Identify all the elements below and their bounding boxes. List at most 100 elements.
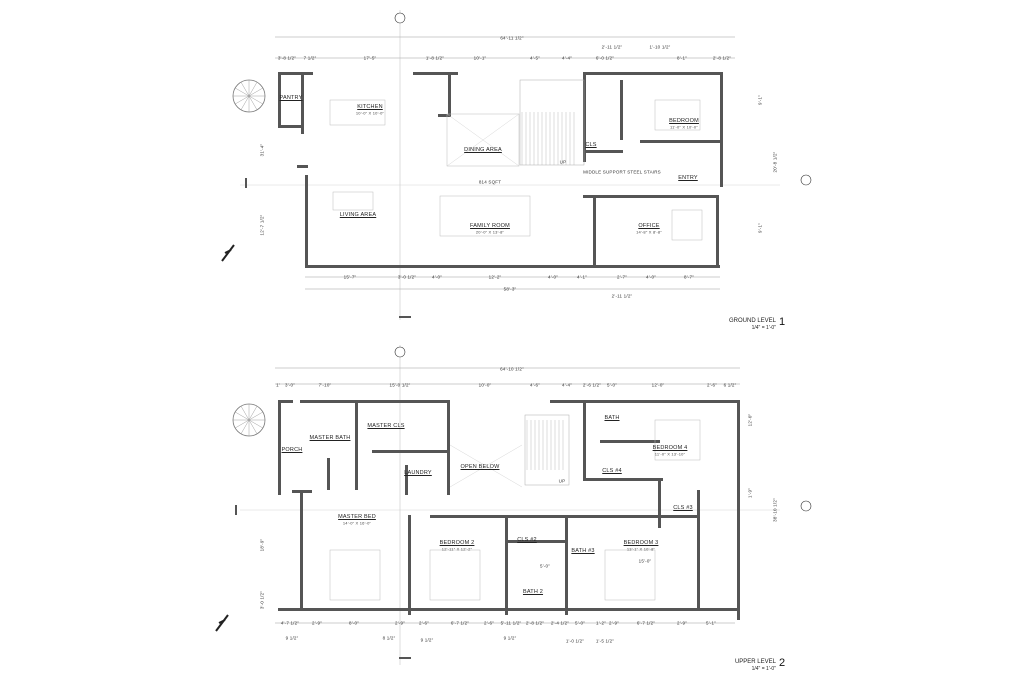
room-label: MASTER BATH — [309, 435, 351, 441]
wall — [593, 195, 596, 265]
dimension-label: 5'-0" — [575, 620, 585, 626]
dimension-label: 7'-10" — [318, 382, 332, 388]
wall — [583, 478, 663, 481]
room-label: CLS #3 — [673, 505, 693, 511]
sofa — [439, 195, 531, 237]
room-size: 14'-0" X 16'-0" — [342, 520, 372, 526]
dimension-label: 31'-4" — [259, 143, 265, 157]
upper-level-name: UPPER LEVEL — [734, 659, 776, 665]
north-arrow-icon — [221, 244, 235, 262]
dimension-label: 1'-5 1/2" — [595, 638, 615, 644]
ground-level-name: GROUND LEVEL — [728, 318, 776, 324]
dimension-line — [248, 95, 258, 110]
wall — [235, 505, 237, 515]
dimension-label: 4'-0" — [432, 274, 442, 280]
dimension-label: 7 1/2" — [303, 55, 317, 61]
room-label: BEDROOM 3 — [623, 540, 659, 546]
dimension-label: 2'-8 1/2" — [712, 55, 732, 61]
stairs — [524, 414, 570, 486]
room-size: 20'-0" X 13'-8" — [475, 229, 505, 235]
ground-level-scale: 1/4" = 1'-0" — [751, 325, 776, 331]
dimension-label: 9 1/2" — [285, 635, 299, 641]
room-label: LIVING AREA — [339, 212, 377, 218]
wall — [737, 400, 740, 620]
room-label: KITCHEN — [357, 104, 383, 110]
dimension-label: 3'-0 1/2" — [259, 590, 265, 610]
dimension-label: 4'-1" — [577, 274, 587, 280]
north-arrow-icon — [215, 614, 229, 632]
wall — [305, 175, 308, 265]
wall — [305, 265, 720, 268]
dimension-label: 15'-0 1/2" — [389, 382, 411, 388]
dimension-label: 8'-0" — [349, 620, 359, 626]
dimension-label: 4'-0" — [548, 274, 558, 280]
dimension-label: 4'-4" — [562, 55, 572, 61]
wall — [640, 140, 720, 143]
wall — [697, 490, 700, 610]
upper-level-number: 2 — [779, 657, 786, 669]
wall — [447, 400, 450, 495]
dimension-label: 6'-7 1/2" — [450, 620, 470, 626]
dimension-line — [449, 444, 523, 488]
room-label: OFFICE — [638, 223, 660, 229]
dimension-label: 9'-1" — [757, 223, 763, 233]
room-label: DINING AREA — [464, 147, 502, 153]
dimension-label: 12'-0" — [747, 413, 753, 427]
wall — [278, 72, 281, 128]
ground-level-number: 1 — [779, 316, 786, 328]
wall — [327, 458, 330, 490]
dimension-label: 18'-9" — [259, 538, 265, 552]
dimension-label: 10'-1" — [473, 55, 487, 61]
wall — [620, 80, 623, 140]
room-label: BATH 2 — [522, 589, 544, 595]
dimension-label: 2'-9" — [609, 620, 619, 626]
room-size: 10'-0" X 10'-0" — [355, 110, 385, 116]
dimension-label: 5'-0" — [607, 382, 617, 388]
wall — [278, 125, 303, 128]
room-label: PORCH — [281, 447, 303, 453]
wall — [716, 195, 719, 268]
dimension-label: 6'-7 1/2" — [636, 620, 656, 626]
kitchen-island — [329, 99, 386, 126]
wall — [565, 515, 568, 615]
wall — [413, 72, 458, 75]
section-marker-icon — [800, 174, 812, 186]
dimension-label: 15'-7" — [343, 274, 357, 280]
dimension-label: 2'-6" — [707, 382, 717, 388]
dimension-label: 2'-6" — [419, 620, 429, 626]
desk — [671, 209, 703, 241]
wall — [408, 515, 411, 615]
dimension-label: 2'-6 1/2" — [582, 382, 602, 388]
room-label: CLS — [585, 142, 597, 148]
bed — [654, 419, 701, 461]
room-label: PANTRY — [279, 95, 303, 101]
wall — [583, 195, 718, 198]
dimension-line — [248, 87, 263, 97]
room-label: BEDROOM 2 — [439, 540, 475, 546]
dimension-line — [240, 82, 250, 97]
dimension-label: 9'-1" — [757, 95, 763, 105]
overall-dimension: 64'-10 1/2" — [500, 366, 524, 372]
dimension-label: 10'-0" — [478, 382, 492, 388]
sofa — [332, 191, 374, 211]
room-label: BEDROOM — [669, 118, 699, 124]
wall — [583, 72, 586, 162]
dimension-label: 3'-8 1/2" — [277, 55, 297, 61]
section-marker-icon — [394, 346, 406, 358]
wall — [297, 165, 308, 168]
wall — [399, 316, 411, 318]
wall — [600, 440, 660, 443]
section-marker-icon — [800, 500, 812, 512]
dimension-label: 8'-1" — [677, 55, 687, 61]
dimension-line — [240, 419, 250, 434]
wall — [301, 72, 304, 134]
room-label: MASTER BED — [338, 514, 376, 520]
wall — [278, 400, 281, 495]
dimension-label: 4'-7 1/2" — [280, 620, 300, 626]
overall-dimension: 58'-3" — [503, 286, 517, 292]
room-label: CLS #2 — [517, 537, 537, 543]
room-label: BEDROOM 4 — [652, 445, 688, 451]
wall — [300, 400, 450, 403]
